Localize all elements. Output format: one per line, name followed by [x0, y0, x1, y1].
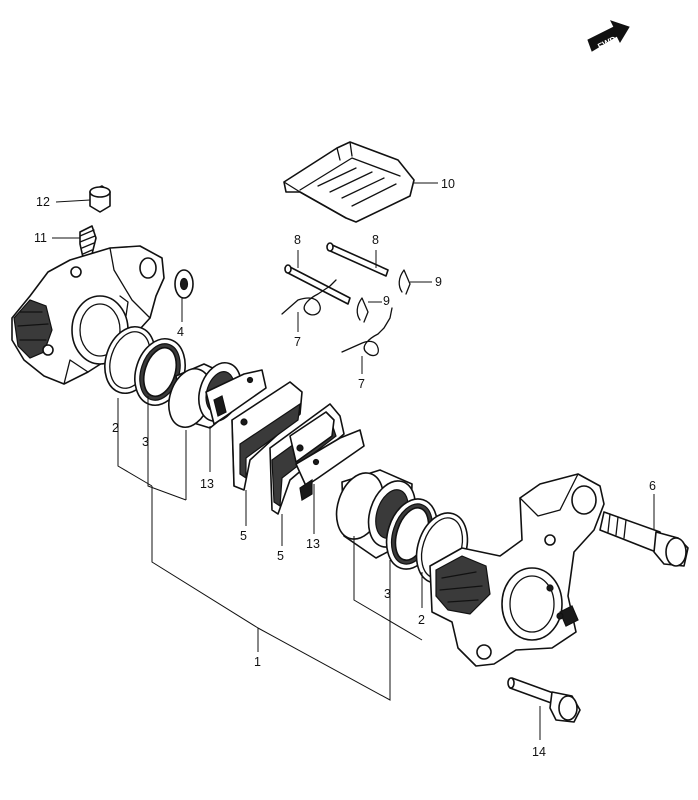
- callout-3-right: 3: [384, 587, 391, 601]
- mounting-bolt-upper: [599, 511, 689, 567]
- callout-5-left: 5: [240, 529, 247, 543]
- callout-10: 10: [441, 177, 455, 191]
- callout-3-left: 3: [142, 435, 149, 449]
- left-brake-pad: [231, 381, 303, 491]
- callout-9-upper: 9: [435, 275, 442, 289]
- pad-pin-upper: [326, 242, 389, 277]
- callout-6: 6: [649, 479, 656, 493]
- callout-2-right: 2: [418, 613, 425, 627]
- callout-7-left: 7: [294, 335, 301, 349]
- callout-5-right: 5: [277, 549, 284, 563]
- callout-11: 11: [34, 231, 47, 245]
- callout-8-left: 8: [294, 233, 301, 247]
- pin-clip-lower: [356, 297, 369, 323]
- forward-direction-arrow-icon: FWD: [587, 20, 630, 52]
- callout-9-lower: 9: [383, 294, 390, 308]
- callout-1: 1: [254, 655, 261, 669]
- callout-8-right: 8: [372, 233, 379, 247]
- pad-pin-lower: [284, 264, 351, 305]
- callout-13-left: 13: [200, 477, 214, 491]
- callout-labels: 12 11 4 10 8 8 9 9 7 7 2 3 13 5 5 13 1 3…: [34, 177, 656, 759]
- mounting-bolt-lower: [507, 677, 581, 723]
- pin-clip-upper: [398, 269, 411, 295]
- washer: [174, 269, 194, 299]
- callout-4: 4: [177, 325, 184, 339]
- bleeder-cap: [89, 185, 111, 213]
- pad-spring-right: [341, 307, 393, 357]
- pad-spring-left: [281, 279, 337, 316]
- pad-spring-plate: [283, 141, 415, 223]
- right-caliper-housing: [429, 473, 605, 667]
- callout-2-left: 2: [112, 421, 119, 435]
- callout-14: 14: [532, 745, 546, 759]
- left-pad-shim: [205, 369, 267, 425]
- callout-7-right: 7: [358, 377, 365, 391]
- right-pad-shim: [295, 429, 365, 501]
- callout-13-right: 13: [306, 537, 320, 551]
- leader-lines: [52, 182, 655, 740]
- callout-12: 12: [36, 195, 50, 209]
